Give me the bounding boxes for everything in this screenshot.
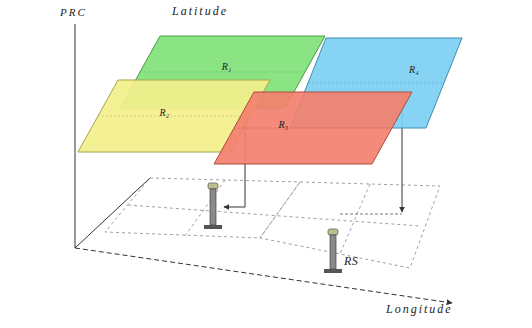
axis-label: Latitude <box>172 4 228 19</box>
tile-polygon <box>214 92 412 164</box>
tile-grid-line <box>98 116 250 117</box>
tile-grid-line <box>308 83 444 84</box>
region-label: R₃ <box>279 119 289 130</box>
longitude-axis <box>75 248 452 303</box>
station-label: RS <box>344 254 358 269</box>
latitude-axis <box>75 178 150 248</box>
axis-label: PRC <box>60 6 87 18</box>
region-label: R₄ <box>409 64 419 75</box>
projection-line <box>340 214 402 215</box>
region-tile: R₃ <box>214 92 412 164</box>
tile-grid-line <box>234 128 392 129</box>
axis-label: Longitude <box>386 302 453 317</box>
reference-station-antenna <box>204 183 222 229</box>
region-label: R₁ <box>222 61 232 72</box>
reference-station-antenna <box>324 229 342 273</box>
region-label: R₂ <box>160 107 170 118</box>
ground-grid <box>105 178 440 268</box>
prc-axis <box>75 24 76 248</box>
tile-shape <box>214 92 412 164</box>
